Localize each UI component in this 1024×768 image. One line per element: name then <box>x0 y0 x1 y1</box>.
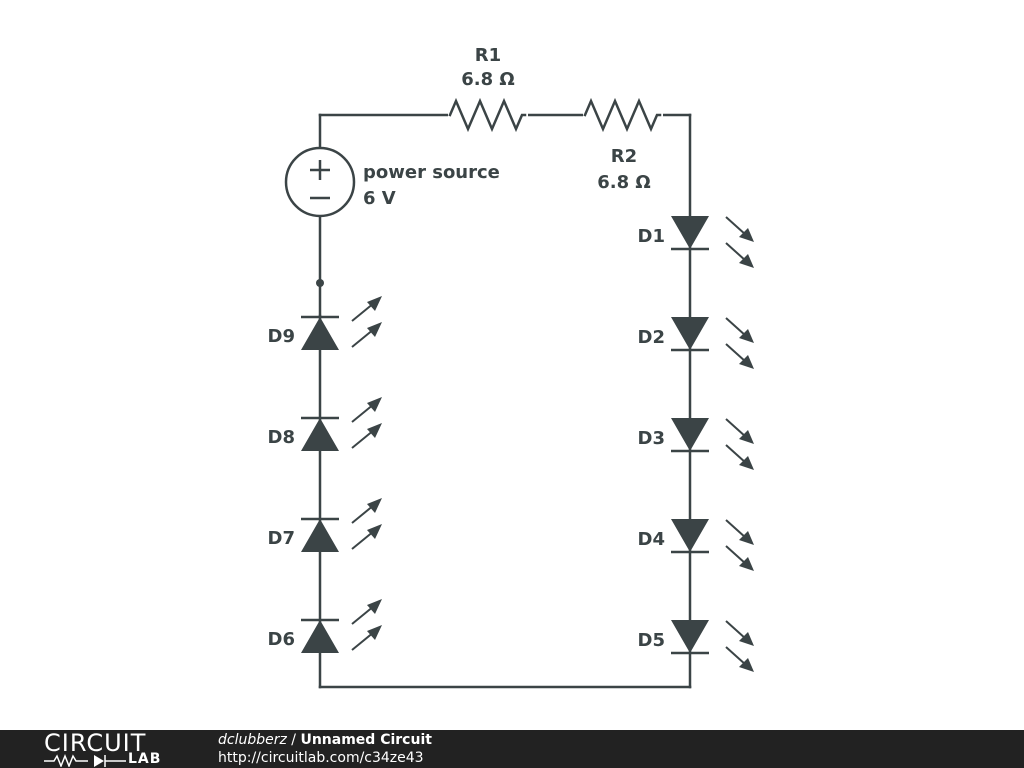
led-d1[interactable] <box>669 214 755 269</box>
led-d5[interactable] <box>669 618 755 673</box>
circuit-schematic: R1 6.8 Ω R2 6.8 Ω power source 6 V D1 D2… <box>268 45 755 689</box>
r2-value-label: 6.8 Ω <box>597 172 650 193</box>
source-value-label: 6 V <box>363 188 396 209</box>
led-d8[interactable] <box>299 396 383 453</box>
d2-label: D2 <box>638 327 665 348</box>
resistor-r1[interactable] <box>448 97 528 133</box>
d5-label: D5 <box>638 630 665 651</box>
circuitlab-logo-text[interactable]: CIRCUIT <box>44 729 147 757</box>
d6-label: D6 <box>268 629 295 650</box>
title-separator: / <box>286 732 301 748</box>
author-link[interactable]: dclubberz <box>218 732 287 748</box>
circuitlab-logo-icon <box>44 753 126 767</box>
r1-ref-label: R1 <box>475 45 501 66</box>
led-d9[interactable] <box>299 295 383 352</box>
circuit-title-line: dclubberz / Unnamed Circuit <box>218 732 432 749</box>
led-d2[interactable] <box>669 315 755 370</box>
circuit-name: Unnamed Circuit <box>300 732 432 748</box>
voltage-source[interactable] <box>284 146 356 218</box>
d1-label: D1 <box>638 226 665 247</box>
footer-bar: CIRCUIT LAB dclubberz / Unnamed Circuit … <box>0 730 1024 768</box>
r2-ref-label: R2 <box>611 146 637 167</box>
led-d7[interactable] <box>299 497 383 554</box>
d9-label: D9 <box>268 326 295 347</box>
circuit-url-link[interactable]: http://circuitlab.com/c34ze43 <box>218 750 424 766</box>
d3-label: D3 <box>638 428 665 449</box>
d7-label: D7 <box>268 528 295 549</box>
r1-value-label: 6.8 Ω <box>461 69 514 90</box>
d4-label: D4 <box>638 529 665 550</box>
led-d3[interactable] <box>669 416 755 471</box>
led-d6[interactable] <box>299 598 383 655</box>
led-d4[interactable] <box>669 517 755 572</box>
d8-label: D8 <box>268 427 295 448</box>
circuitlab-logo-lab: LAB <box>128 751 162 767</box>
source-name-label: power source <box>363 162 500 183</box>
junction-dot <box>316 279 324 287</box>
resistor-r2[interactable] <box>583 97 663 133</box>
